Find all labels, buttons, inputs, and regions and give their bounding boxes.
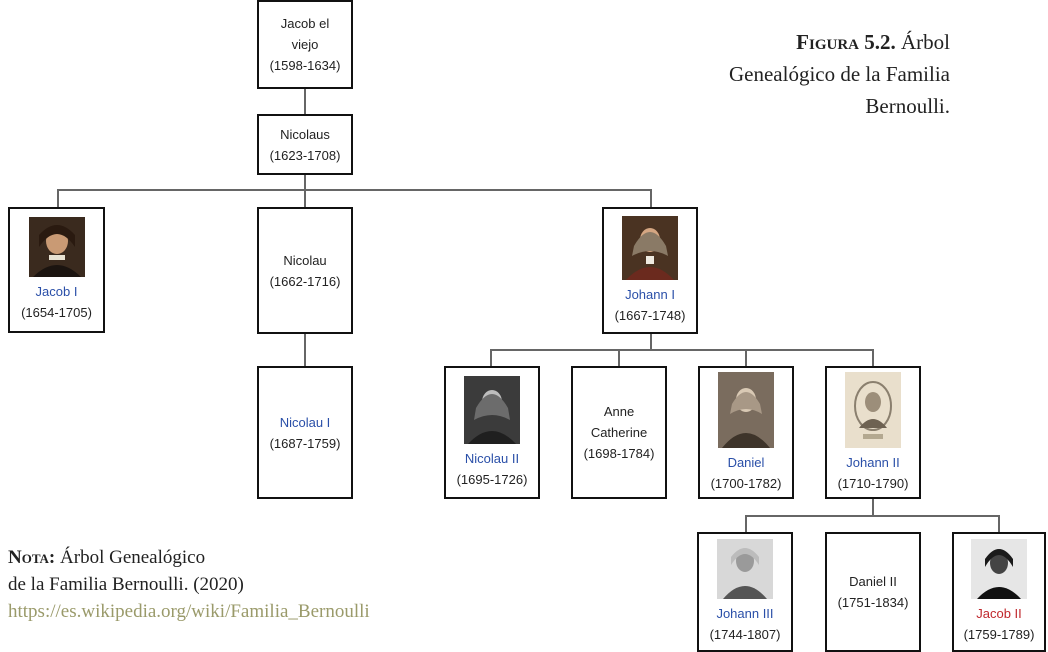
person-link-jacob-ii[interactable]: Jacob II xyxy=(976,606,1022,621)
connector-line xyxy=(490,349,874,351)
connector-line xyxy=(998,515,1000,532)
node-years: (1654-1705) xyxy=(21,305,92,320)
connector-line xyxy=(57,189,59,207)
node-years: (1687-1759) xyxy=(269,435,341,451)
node-years: (1662-1716) xyxy=(269,273,341,289)
node-johann-iii: Johann III (1744-1807) xyxy=(697,532,793,652)
node-years: (1700-1782) xyxy=(710,475,782,491)
connector-line xyxy=(745,515,999,517)
connector-line xyxy=(872,349,874,367)
connector-line xyxy=(304,88,306,114)
node-years: (1751-1834) xyxy=(837,595,909,610)
node-years: (1695-1726) xyxy=(456,471,528,487)
portrait-image xyxy=(718,371,774,448)
person-link-daniel[interactable]: Daniel xyxy=(727,454,765,470)
caption-text: Genealógico de la Familia xyxy=(728,62,950,86)
person-link-johann-i[interactable]: Johann I xyxy=(625,286,675,302)
node-name: viejo xyxy=(291,37,319,52)
node-years: (1667-1748) xyxy=(614,307,686,323)
connector-line xyxy=(490,349,492,367)
node-name: Jacob el xyxy=(280,16,330,31)
node-anne-catherine: Anne Catherine (1698-1784) xyxy=(571,366,667,499)
portrait-image xyxy=(28,217,85,277)
node-nicolau-i: Nicolau I (1687-1759) xyxy=(257,366,353,499)
caption-text: Bernoulli. xyxy=(865,94,950,118)
source-note: Nota: Árbol Genealógico de la Familia Be… xyxy=(8,544,370,625)
connector-line xyxy=(618,349,620,367)
portrait-image xyxy=(464,375,520,444)
node-nicolaus: Nicolaus (1623-1708) xyxy=(257,114,353,175)
person-link-nicolau-i[interactable]: Nicolau I xyxy=(279,414,331,430)
note-label: Nota: xyxy=(8,547,56,568)
connector-line xyxy=(304,334,306,366)
node-name: Anne xyxy=(603,404,635,419)
node-nicolau: Nicolau (1662-1716) xyxy=(257,207,353,334)
person-link-johann-iii[interactable]: Johann III xyxy=(716,606,774,621)
connector-line xyxy=(304,174,306,190)
portrait-image xyxy=(971,539,1027,599)
portrait-image xyxy=(717,539,773,599)
portrait-image xyxy=(845,371,901,448)
node-jacob-ii: Jacob II (1759-1789) xyxy=(952,532,1046,652)
node-name: Nicolau xyxy=(283,252,327,268)
node-nicolau-ii: Nicolau II (1695-1726) xyxy=(444,366,540,499)
figure-label: Figura 5.2. xyxy=(796,30,896,54)
note-text: de la Familia Bernoulli. (2020) xyxy=(8,574,244,595)
person-link-nicolau-ii[interactable]: Nicolau II xyxy=(464,450,520,466)
source-url-link[interactable]: https://es.wikipedia.org/wiki/Familia_Be… xyxy=(8,601,370,622)
connector-line xyxy=(57,189,651,191)
person-link-johann-ii[interactable]: Johann II xyxy=(846,454,900,470)
node-daniel: Daniel (1700-1782) xyxy=(698,366,794,499)
node-jacob-i: Jacob I (1654-1705) xyxy=(8,207,105,333)
node-name: Daniel II xyxy=(849,574,897,589)
figure-caption: Figura 5.2. Árbol Genealógico de la Fami… xyxy=(729,26,950,122)
node-name: Catherine xyxy=(590,425,648,440)
node-daniel-ii: Daniel II (1751-1834) xyxy=(825,532,921,652)
node-years: (1623-1708) xyxy=(269,147,341,163)
connector-line xyxy=(650,334,652,350)
node-years: (1759-1789) xyxy=(963,627,1035,642)
node-years: (1698-1784) xyxy=(583,446,655,461)
person-link-jacob-i[interactable]: Jacob I xyxy=(35,284,78,299)
note-text: Árbol Genealógico xyxy=(55,547,206,568)
connector-line xyxy=(650,189,652,207)
connector-line xyxy=(745,515,747,532)
node-years: (1710-1790) xyxy=(837,475,909,491)
node-years: (1598-1634) xyxy=(269,58,341,73)
node-name: Nicolaus xyxy=(280,126,330,142)
connector-line xyxy=(872,498,874,516)
node-years: (1744-1807) xyxy=(709,627,781,642)
caption-text: Árbol xyxy=(895,30,950,54)
node-johann-i: Johann I (1667-1748) xyxy=(602,207,698,334)
connector-line xyxy=(745,349,747,367)
node-jacob-el-viejo: Jacob el viejo (1598-1634) xyxy=(257,0,353,89)
portrait-image xyxy=(622,215,678,280)
connector-line xyxy=(304,189,306,207)
node-johann-ii: Johann II (1710-1790) xyxy=(825,366,921,499)
